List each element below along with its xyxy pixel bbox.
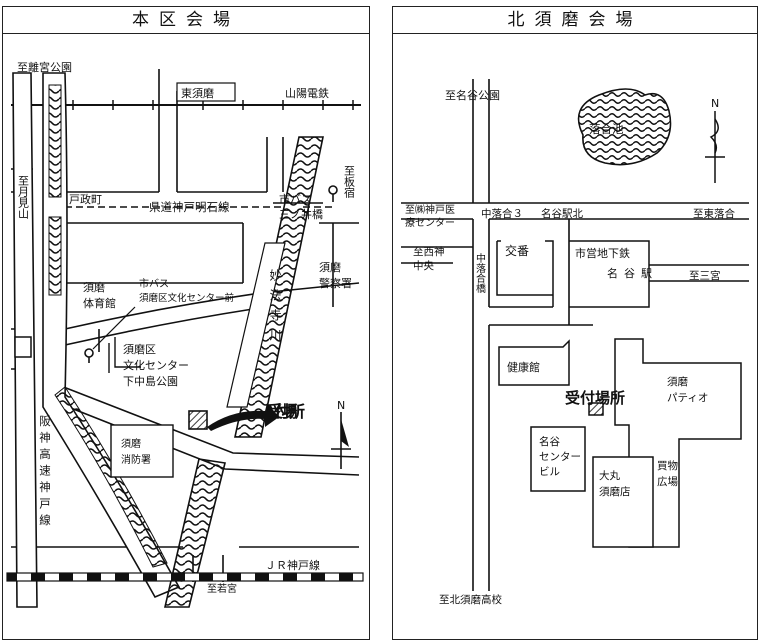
label-reception: 受付場所 xyxy=(565,389,625,407)
center-building xyxy=(530,426,586,492)
myohoji-river xyxy=(163,136,324,608)
label-north: N xyxy=(337,399,345,412)
label-to-tsukimiyama: 至月見山 xyxy=(17,175,30,219)
sanyo-railway xyxy=(11,100,361,110)
medical-line: 至㈱神戸医 xyxy=(405,203,455,216)
label-myohoji: 妙法寺川 xyxy=(268,269,282,349)
gym-line: 体育館 xyxy=(83,296,116,310)
medical-line: 療センター xyxy=(405,216,455,229)
reception-marker xyxy=(188,410,208,430)
centerb-line: センター xyxy=(539,451,581,463)
label-daimaru: 大丸須磨店 xyxy=(599,469,631,498)
label-suma-police: 須磨警察署 xyxy=(319,261,352,290)
roads xyxy=(401,79,749,591)
main-road xyxy=(42,378,360,476)
label-suma-gym: 須磨体育館 xyxy=(83,281,116,310)
label-kaimono: 買物広場 xyxy=(657,459,678,488)
label-culture2: 文化センター xyxy=(123,358,189,372)
fire-station-outline xyxy=(110,424,174,478)
kitasuma-venue-map: 北須磨会場 xyxy=(392,6,758,640)
honku-map-drawing: 至離宮公園 東須磨 山陽電鉄 戸政町 県道神戸明石線 市バス 三ノ井橋 市バス … xyxy=(6,60,364,608)
suma-patio-outline xyxy=(614,338,742,548)
label-north: N xyxy=(711,97,719,110)
label-to-nishikobe: 至西神中央 xyxy=(413,245,445,272)
label-bus2b: 須磨区文化センター前 xyxy=(139,292,234,304)
label-kenkokan: 健康館 xyxy=(507,360,540,374)
label-to-itayado: 至板宿 xyxy=(343,165,356,198)
daimaru-line: 須磨店 xyxy=(599,485,631,498)
minor-roads xyxy=(11,69,360,582)
label-nayadani-station: 名谷駅 xyxy=(607,266,658,280)
reception-marker xyxy=(588,402,604,416)
kitasuma-map-drawing: 至名谷公園 落合池 N 中落合３ 名谷駅北 至東落合 交番 市営地下鉄 名谷駅 … xyxy=(401,79,749,606)
expressway-pier xyxy=(14,336,32,358)
label-reception: 受付場所 xyxy=(267,402,307,421)
label-culture1: 須磨区 xyxy=(123,343,156,356)
label-to-wakamiya: 至若宮 xyxy=(207,582,237,595)
label-suma-patio: 須磨パティオ xyxy=(667,376,708,404)
patio-line: 須磨 xyxy=(667,376,688,388)
label-hanshin: 阪神高速神戸線 xyxy=(38,414,52,530)
police-line: 須磨 xyxy=(319,261,341,274)
gym-line: 須磨 xyxy=(83,281,105,294)
daimaru-line: 大丸 xyxy=(599,469,620,482)
label-koban: 交番 xyxy=(505,243,529,258)
kaimono-line: 買物 xyxy=(657,459,678,472)
police-line: 警察署 xyxy=(319,276,352,290)
label-to-medical: 至㈱神戸医療センター xyxy=(405,203,455,229)
jr-kobe-line xyxy=(6,572,364,582)
label-to-kitasuma-hs: 至北須磨高校 xyxy=(439,593,502,606)
patio-line: パティオ xyxy=(667,392,708,404)
label-ochiai-pond: 落合池 xyxy=(589,122,624,136)
arrow-icon xyxy=(207,403,279,431)
nishikobe-line: 至西神 xyxy=(413,245,445,258)
panel-title: 北須磨会場 xyxy=(393,7,757,34)
label-sanyo: 山陽電鉄 xyxy=(285,86,329,100)
label-meigen: 県道神戸明石線 xyxy=(149,200,230,214)
label-jr: ＪＲ神戸線 xyxy=(265,558,320,572)
kenkokan-building xyxy=(498,339,570,386)
label-nayadani-n: 名谷駅北 xyxy=(541,207,583,220)
label-center-building: 名谷センタービル xyxy=(539,435,581,478)
honku-venue-map: 本区会場 xyxy=(2,6,370,640)
label-culture3: 下中島公園 xyxy=(123,374,178,388)
kaimono-line: 広場 xyxy=(657,475,678,488)
daimaru-building xyxy=(592,456,654,548)
panel-title: 本区会場 xyxy=(3,7,369,34)
centerb-line: ビル xyxy=(539,466,560,478)
label-to-sannomiya: 至三宮 xyxy=(689,269,721,282)
label-sannoi: 三ノ井橋 xyxy=(279,207,323,221)
fire-line: 消防署 xyxy=(121,453,151,466)
label-bus2a: 市バス xyxy=(139,277,169,290)
label-nakaochiai-bridge: 中落合橋 xyxy=(474,252,486,294)
culture-center-outline xyxy=(114,337,141,368)
label-bus1: 市バス xyxy=(279,192,312,206)
ochiai-pond xyxy=(577,88,672,166)
label-to-nayadani-park: 至名谷公園 xyxy=(445,88,500,102)
centerb-line: 名谷 xyxy=(539,435,560,448)
fire-line: 須磨 xyxy=(121,438,141,450)
label-nakaochiai3: 中落合３ xyxy=(481,207,523,220)
north-arrow-icon xyxy=(331,412,351,469)
nishikobe-line: 中央 xyxy=(413,259,434,272)
label-fire-station: 須磨消防署 xyxy=(121,438,151,466)
north-arrow-icon xyxy=(705,111,725,183)
label-to-rikyu: 至離宮公園 xyxy=(17,60,72,74)
label-tomasa: 戸政町 xyxy=(69,192,102,206)
label-to-higashi: 至東落合 xyxy=(693,207,735,220)
label-higashi-suma: 東須磨 xyxy=(181,87,214,100)
bus-stop-icon xyxy=(328,185,338,202)
label-subway: 市営地下鉄 xyxy=(575,246,630,260)
bus-stop-icon xyxy=(84,306,136,363)
